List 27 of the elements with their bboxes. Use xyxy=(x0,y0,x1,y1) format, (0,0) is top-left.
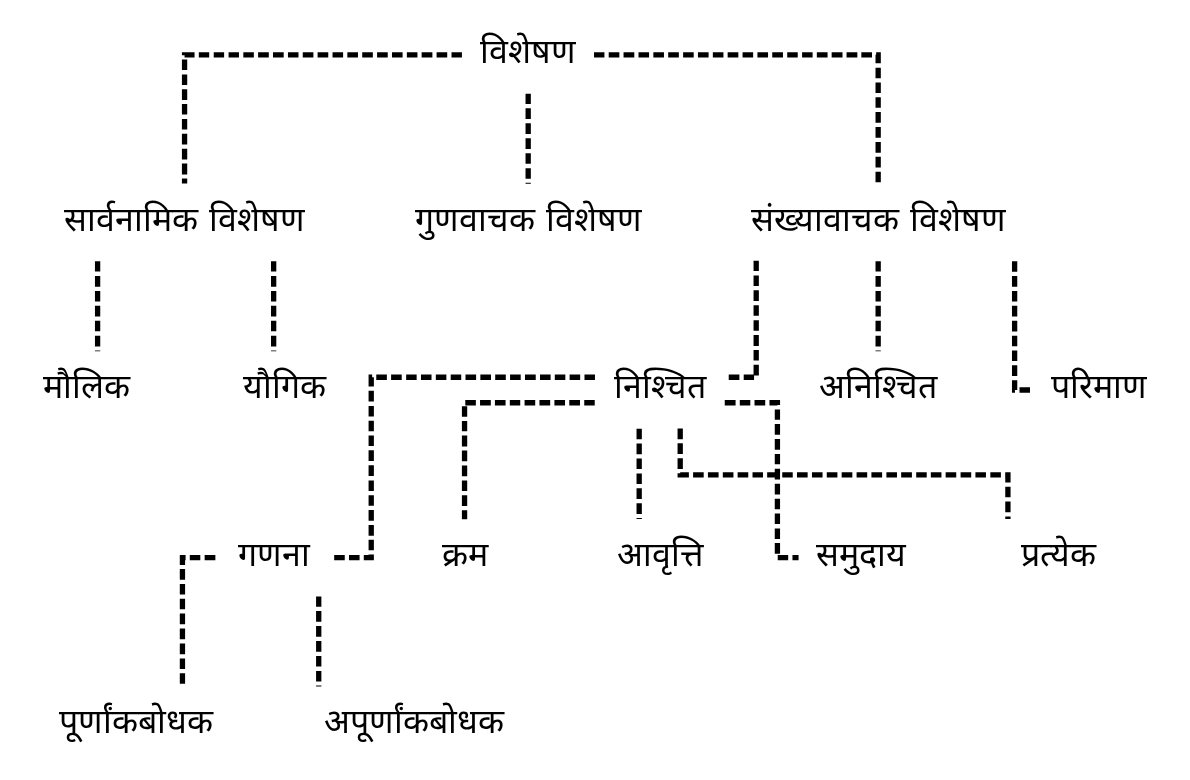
connector xyxy=(1011,261,1033,393)
connector xyxy=(461,400,595,520)
node-text: सार्वनामिक विशेषण xyxy=(64,199,305,239)
node-text: यौगिक xyxy=(242,367,326,407)
node-text: आवृत्ति xyxy=(616,534,703,574)
connector xyxy=(271,261,277,352)
node-text: अनिश्चित xyxy=(819,367,938,407)
node-text: विशेषण xyxy=(480,31,577,71)
connector xyxy=(677,428,1011,520)
node-text: पूर्णांकबोधक xyxy=(58,702,213,742)
node-text: निश्चित xyxy=(613,367,706,407)
connector xyxy=(594,52,881,184)
node-text: समुदाय xyxy=(816,534,907,574)
connector xyxy=(94,261,101,352)
node-text: परिमाण xyxy=(1050,367,1147,407)
connector xyxy=(525,93,531,184)
connector xyxy=(179,554,216,687)
connector xyxy=(875,261,881,352)
node-text: मौलिक xyxy=(43,367,131,407)
node-text: प्रत्येक xyxy=(1020,534,1096,574)
node-text: गणना xyxy=(237,534,310,574)
node-text: गुणवाचक विशेषण xyxy=(414,199,642,239)
node-text: क्रम xyxy=(441,534,488,574)
node-text: अपूर्णांकबोधक xyxy=(323,702,504,742)
connector xyxy=(636,428,642,519)
node-text: संख्यावाचक विशेषण xyxy=(750,199,1006,239)
connector xyxy=(181,52,462,184)
